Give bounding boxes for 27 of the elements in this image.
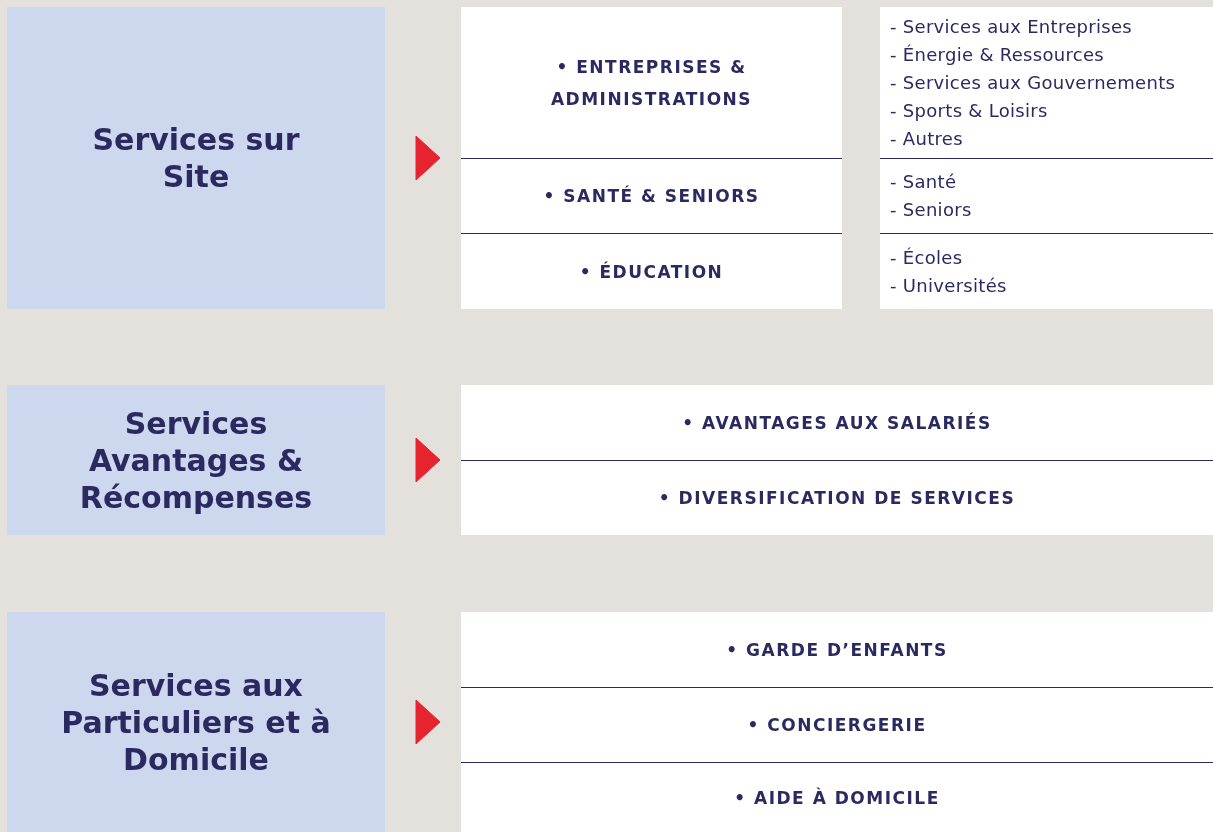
list-item: - Services aux Entreprises bbox=[890, 14, 1133, 39]
segment-label: • AIDE À DOMICILE bbox=[734, 786, 940, 810]
list-item: - Écoles bbox=[890, 245, 963, 270]
arrow bbox=[415, 437, 441, 483]
list-item: - Universités bbox=[890, 273, 1007, 298]
list-item: - Énergie & Ressources bbox=[890, 42, 1105, 67]
panel bbox=[461, 612, 1213, 832]
category-title: Services sur Site bbox=[91, 121, 301, 195]
panel bbox=[461, 7, 842, 309]
list-item: - Autres bbox=[890, 126, 963, 151]
segment-label: • ÉDUCATION bbox=[579, 260, 724, 284]
list-item: - Seniors bbox=[890, 198, 972, 222]
segment-label: • CONCIERGERIE bbox=[747, 714, 927, 737]
segment-label: • SANTÉ & SENIORS bbox=[543, 184, 760, 208]
panel bbox=[880, 7, 1213, 309]
segment-label: • DIVERSIFICATION DE SERVICES bbox=[658, 487, 1016, 510]
list-item: - Services aux Gouvernements bbox=[890, 70, 1176, 95]
segment-label: • GARDE D’ENFANTS bbox=[726, 638, 948, 662]
segment-label: • ENTREPRISES & ADMINISTRATIONS bbox=[549, 55, 754, 111]
arrow bbox=[415, 135, 441, 181]
segment-label: • AVANTAGES AUX SALARIÉS bbox=[682, 411, 992, 435]
list-item: - Santé bbox=[890, 170, 957, 194]
arrow bbox=[415, 699, 441, 745]
category-title: Services Avantages & Récompenses bbox=[78, 404, 314, 516]
category-title: Services aux Particuliers et à Domicile bbox=[61, 666, 331, 778]
panel bbox=[461, 385, 1213, 535]
list-item: - Sports & Loisirs bbox=[890, 98, 1048, 123]
